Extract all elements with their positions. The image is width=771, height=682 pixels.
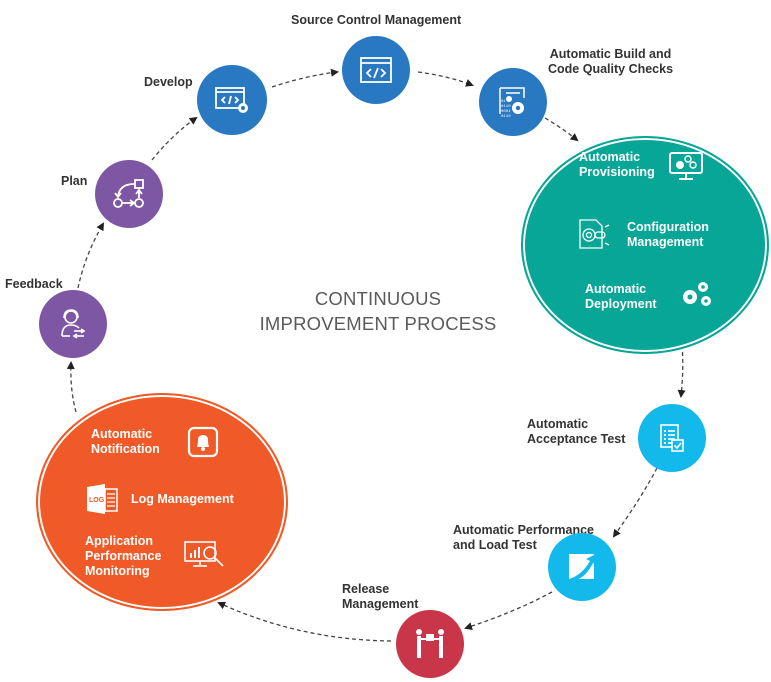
handover-icon <box>416 629 444 658</box>
arrow-release-to-orange <box>217 601 392 642</box>
release-label-line1: Release <box>342 582 390 596</box>
svg-text:0110: 0110 <box>501 105 511 109</box>
feedback-node[interactable] <box>39 290 107 358</box>
bell-icon <box>187 426 219 458</box>
notification-label: Automatic Notification <box>91 427 160 457</box>
provisioning-label-line2: Provisioning <box>579 165 655 179</box>
workflow-icon <box>113 179 144 208</box>
diagram-title: CONTINUOUS IMPROVEMENT PROCESS <box>226 286 530 336</box>
monitor-search-icon <box>184 541 224 567</box>
gears-icon <box>683 282 711 306</box>
plan-label: Plan <box>61 174 88 188</box>
source-control-label: Source Control Management <box>291 13 462 27</box>
performance-test-label: Automatic Performance and Load Test <box>453 523 594 553</box>
arrow-source-to-build <box>417 71 474 87</box>
provisioning-label-line1: Automatic <box>579 150 641 164</box>
code-window-icon <box>360 57 392 83</box>
develop-label: Develop <box>144 75 193 89</box>
svg-text:01: 01 <box>501 100 506 104</box>
feedback-label: Feedback <box>5 277 63 291</box>
diagram-title-line2: IMPROVEMENT PROCESS <box>259 313 497 334</box>
diagram-title-line1: CONTINUOUS <box>314 288 442 309</box>
apm-label-line1: Application <box>85 534 154 548</box>
support-agent-icon <box>61 309 86 339</box>
develop-node[interactable] <box>197 65 267 135</box>
svg-text:LOG: LOG <box>89 497 105 504</box>
configuration-label-line1: Configuration <box>627 220 709 234</box>
growth-arrow-icon <box>569 554 596 580</box>
deployment-label-line2: Deployment <box>585 297 657 311</box>
build-checks-label-line2: Code Quality Checks <box>548 62 674 76</box>
checklist-icon <box>660 424 684 452</box>
source-control-node[interactable] <box>342 36 410 104</box>
acceptance-test-node[interactable] <box>638 404 706 472</box>
acceptance-test-label-line2: Acceptance Test <box>527 432 626 446</box>
config-file-icon <box>579 219 610 249</box>
svg-text:0001: 0001 <box>501 110 511 114</box>
svg-text:0110: 0110 <box>501 115 511 118</box>
arrow-orange-to-feedback <box>66 361 77 413</box>
release-label-line2: Management <box>342 597 419 611</box>
plan-node[interactable] <box>95 160 163 228</box>
acceptance-test-label-line1: Automatic <box>527 417 589 431</box>
monitoring-group-circle <box>36 393 288 611</box>
arrow-build-to-teal <box>544 117 579 142</box>
deployment-group-circle <box>521 136 769 354</box>
apm-label-line2: Performance <box>85 549 162 563</box>
deployment-label: Automatic Deployment <box>585 282 657 312</box>
arrow-acceptance-to-performance <box>612 467 658 538</box>
deployment-label-line1: Automatic <box>585 282 647 296</box>
monitor-gears-icon <box>669 152 703 180</box>
notification-label-line1: Automatic <box>91 427 153 441</box>
release-label: Release Management <box>342 582 418 612</box>
code-window-gear-icon <box>215 87 248 113</box>
notification-label-line2: Notification <box>91 442 160 456</box>
configuration-label: Configuration Management <box>627 220 709 250</box>
performance-test-node[interactable] <box>548 533 616 601</box>
build-checks-label: Automatic Build and Code Quality Checks <box>548 47 673 77</box>
acceptance-test-label: Automatic Acceptance Test <box>527 417 625 447</box>
performance-test-label-line2: and Load Test <box>453 538 537 552</box>
configuration-label-line2: Management <box>627 235 704 249</box>
log-file-icon: LOG <box>87 484 118 514</box>
performance-test-label-line1: Automatic Performance <box>453 523 595 537</box>
apm-label: Application Performance Monitoring <box>85 534 161 579</box>
arrow-performance-to-release <box>464 591 553 630</box>
apm-label-line3: Monitoring <box>85 564 150 578</box>
arrow-plan-to-develop <box>151 116 198 161</box>
release-node[interactable] <box>396 610 464 678</box>
build-checks-label-line1: Automatic Build and <box>549 47 672 61</box>
arrow-teal-to-acceptance <box>677 344 686 398</box>
log-management-label: Log Management <box>131 492 234 506</box>
arrow-feedback-to-plan <box>77 222 105 289</box>
arrow-develop-to-source <box>271 68 339 88</box>
provisioning-label: Automatic Provisioning <box>579 150 655 180</box>
